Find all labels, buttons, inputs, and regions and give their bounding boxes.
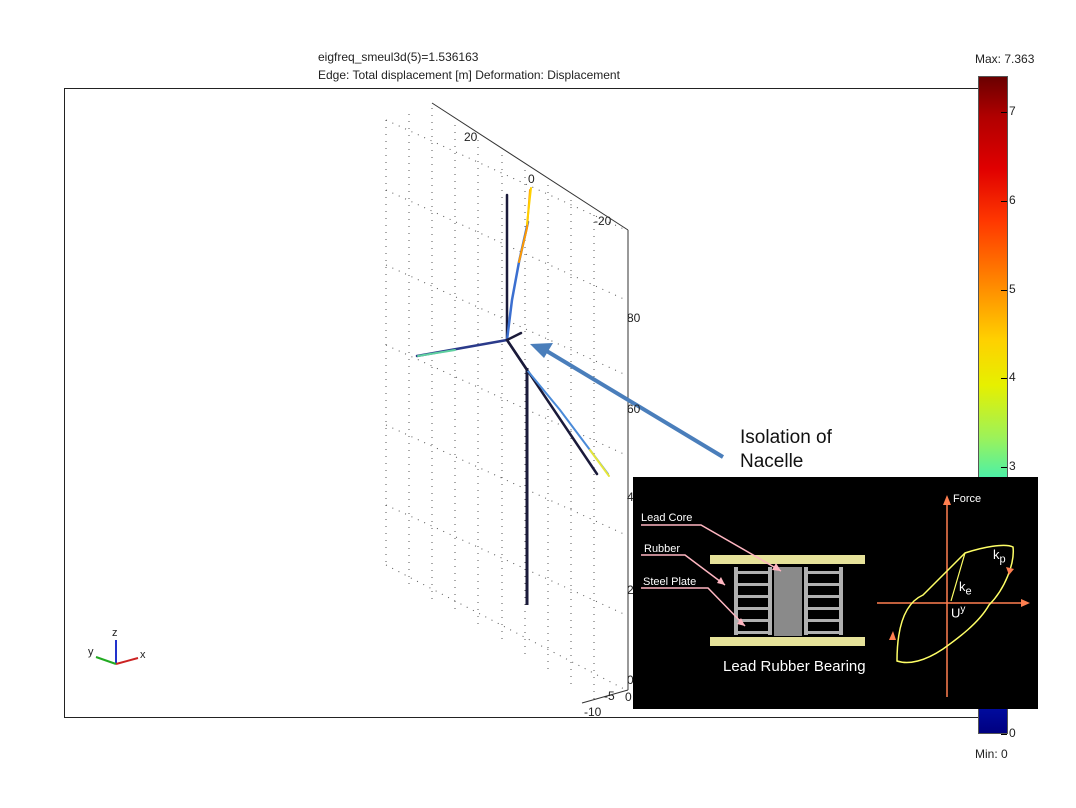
uy-label: Uy (951, 604, 966, 621)
triad-z-label: z (112, 627, 118, 639)
colorbar-tick: 5 (1001, 282, 1016, 296)
lead-rubber-bearing-inset: Lead Core Rubber Steel Plate Lead Rubber… (633, 477, 1038, 709)
colorbar-max-label: Max: 7.363 (975, 52, 1035, 66)
displacement-arrowhead (1021, 599, 1030, 607)
callout-arrow (530, 343, 725, 459)
loop-arrow-right (1006, 567, 1014, 575)
force-arrowhead (943, 495, 951, 505)
leader-lines (641, 524, 782, 627)
colorbar-min-label: Min: 0 (975, 747, 1008, 761)
box-edges (431, 102, 629, 704)
plot-title: eigfreq_smeul3d(5)=1.536163 Edge: Total … (318, 48, 620, 84)
steel-plate-label: Steel Plate (643, 576, 697, 588)
hysteresis-axes (877, 501, 1025, 697)
rubber-layers-right (804, 567, 843, 635)
axis-tick: 60 (627, 402, 641, 416)
axis-tick: -5 (604, 689, 615, 703)
colorbar-tick: 0 (1001, 726, 1016, 740)
callout-label: Isolation of Nacelle (740, 426, 832, 474)
callout-line1: Isolation of (740, 427, 832, 448)
colorbar-tick: 4 (1001, 370, 1016, 384)
rubber-label: Rubber (644, 543, 681, 555)
bottom-plate (710, 637, 865, 646)
bearing-title: Lead Rubber Bearing (723, 658, 866, 675)
axis-tick: 20 (464, 130, 478, 144)
colorbar-tick: 7 (1001, 104, 1016, 118)
force-label: Force (953, 493, 982, 505)
rubber-layers-left (734, 567, 772, 635)
axis-tick: -20 (594, 214, 612, 228)
ke-label: ke (959, 579, 972, 598)
triad-x-label: x (140, 649, 146, 661)
plot-title-line1: eigfreq_smeul3d(5)=1.536163 (318, 50, 479, 64)
lead-core (774, 567, 802, 636)
top-plate (710, 555, 865, 564)
axis-tick: 0 (627, 673, 634, 687)
turbine-blades (415, 187, 610, 477)
axis-tick: -10 (584, 705, 602, 719)
colorbar-tick: 6 (1001, 193, 1016, 207)
lead-core-label: Lead Core (641, 512, 693, 524)
elastic-stiffness-line (950, 552, 966, 602)
callout-line2: Nacelle (740, 451, 804, 472)
axis-triad (95, 640, 139, 665)
colorbar-tick: 3 (1001, 459, 1016, 473)
axis-tick: 80 (627, 311, 641, 325)
loop-arrow-left (889, 631, 896, 640)
bearing-diagram (641, 495, 1030, 697)
axis-tick: 0 (528, 172, 535, 186)
axis-tick: 0 (625, 690, 632, 704)
triad-y-label: y (88, 646, 94, 658)
plot-title-line2: Edge: Total displacement [m] Deformation… (318, 68, 620, 82)
kp-label: kp (993, 547, 1006, 566)
leader-arrowheads (717, 563, 781, 626)
